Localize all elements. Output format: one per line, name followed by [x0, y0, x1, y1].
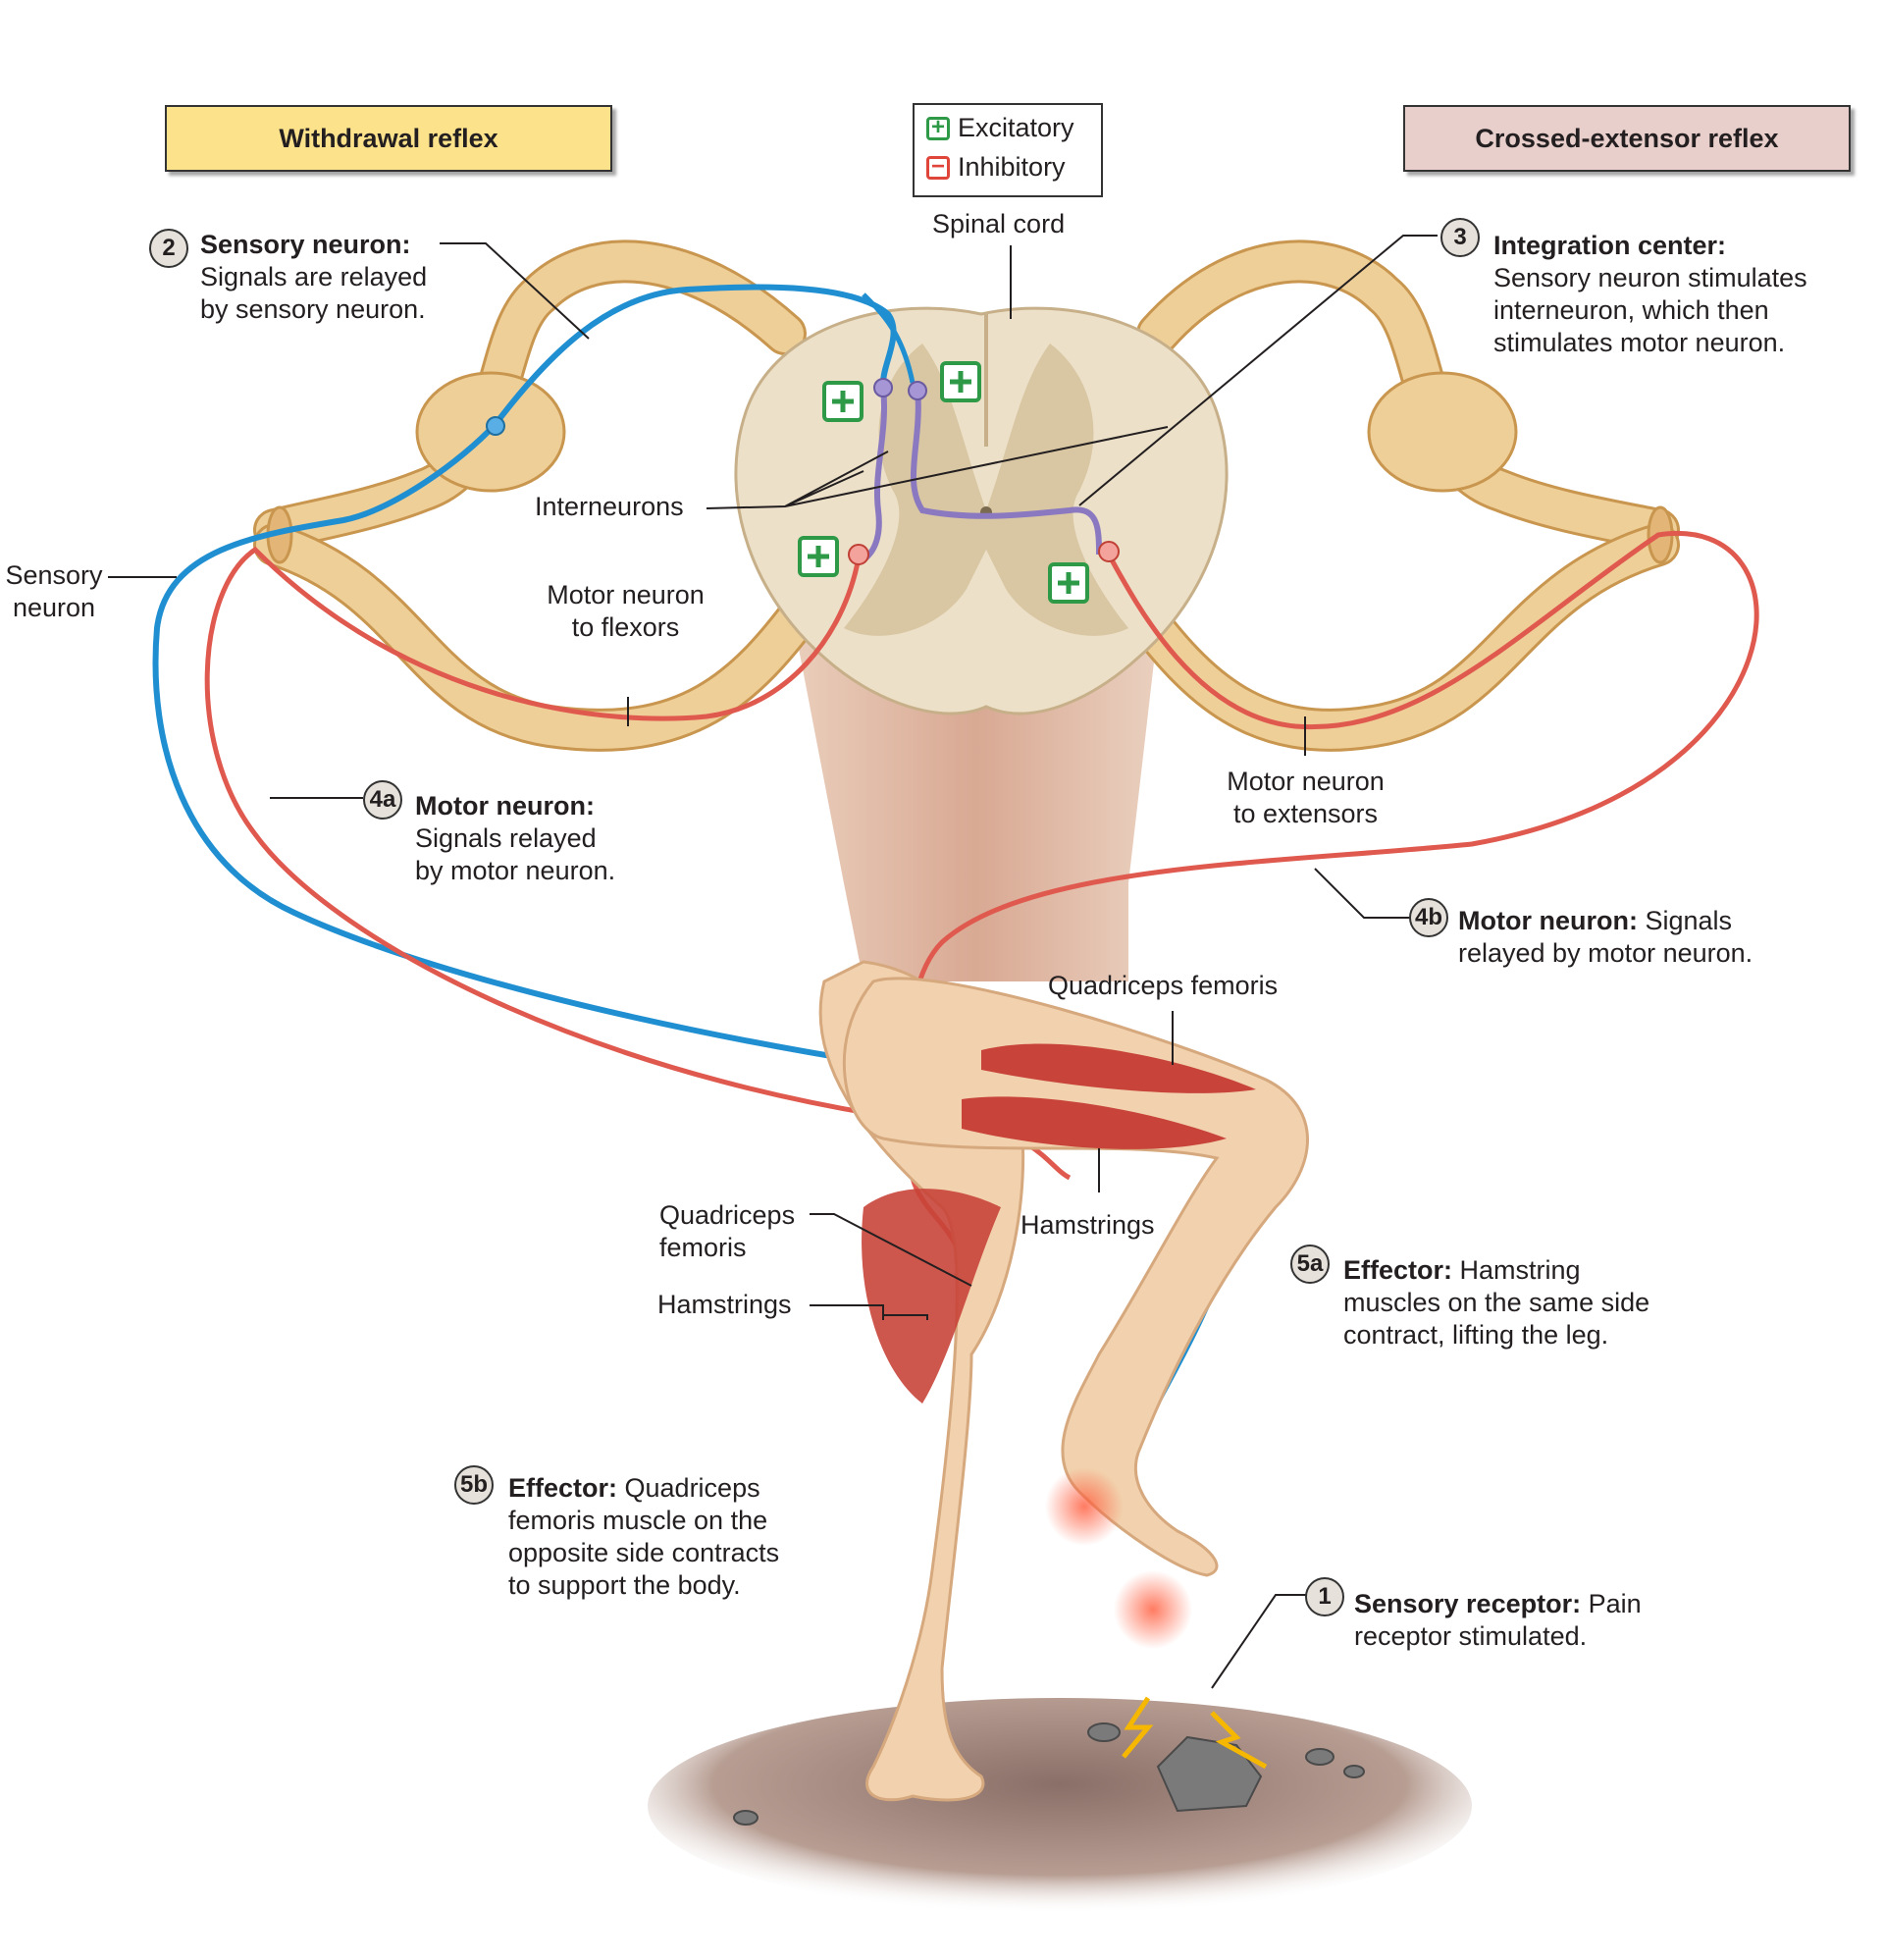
step-3-badge: 3: [1440, 218, 1480, 257]
legend-excitatory: + Excitatory: [926, 113, 1074, 143]
legend-inhibitory: − Inhibitory: [926, 152, 1066, 183]
excitatory-markers: [798, 361, 1089, 604]
step-5b-badge: 5b: [454, 1465, 494, 1505]
lightning-right: [1210, 1711, 1268, 1770]
inhibitory-minus-icon: −: [926, 154, 950, 180]
right-ganglion: [1367, 371, 1518, 493]
quadriceps-femoris-right-label: Quadriceps femoris: [1048, 971, 1279, 1000]
withdrawal-reflex-header: Withdrawal reflex: [165, 105, 612, 172]
step-4a-badge: 4a: [363, 780, 402, 820]
step-1-badge: 1: [1305, 1577, 1344, 1616]
crossed-extensor-reflex-header: Crossed-extensor reflex: [1403, 105, 1851, 172]
step-3-text: Integration center:Sensory neuron stimul…: [1493, 231, 1807, 357]
spinal-cord-label: Spinal cord: [932, 209, 1066, 238]
spinal-cord-column: [795, 628, 1158, 981]
right-quadriceps: [981, 1043, 1256, 1093]
hamstrings-right-label: Hamstrings: [1020, 1210, 1155, 1240]
lifted-leg: [842, 977, 1309, 1577]
legend: + Excitatory − Inhibitory: [913, 103, 1103, 197]
ground: [648, 1698, 1472, 1914]
interneuron-path: [862, 387, 1102, 562]
lightning-left: [1122, 1696, 1154, 1759]
rocks: [733, 1722, 1365, 1826]
step-5a-badge: 5a: [1290, 1245, 1330, 1284]
hamstrings-left-label: Hamstrings: [657, 1290, 792, 1319]
step-4b-badge: 4b: [1409, 898, 1448, 937]
step-2-badge: 2: [149, 229, 188, 268]
motor-neuron-flexors: [204, 546, 1072, 1181]
left-nerve: [253, 239, 826, 752]
interneurons-label: Interneurons: [535, 492, 684, 521]
right-hamstrings: [962, 1096, 1227, 1149]
excitatory-plus-icon: +: [926, 115, 950, 140]
